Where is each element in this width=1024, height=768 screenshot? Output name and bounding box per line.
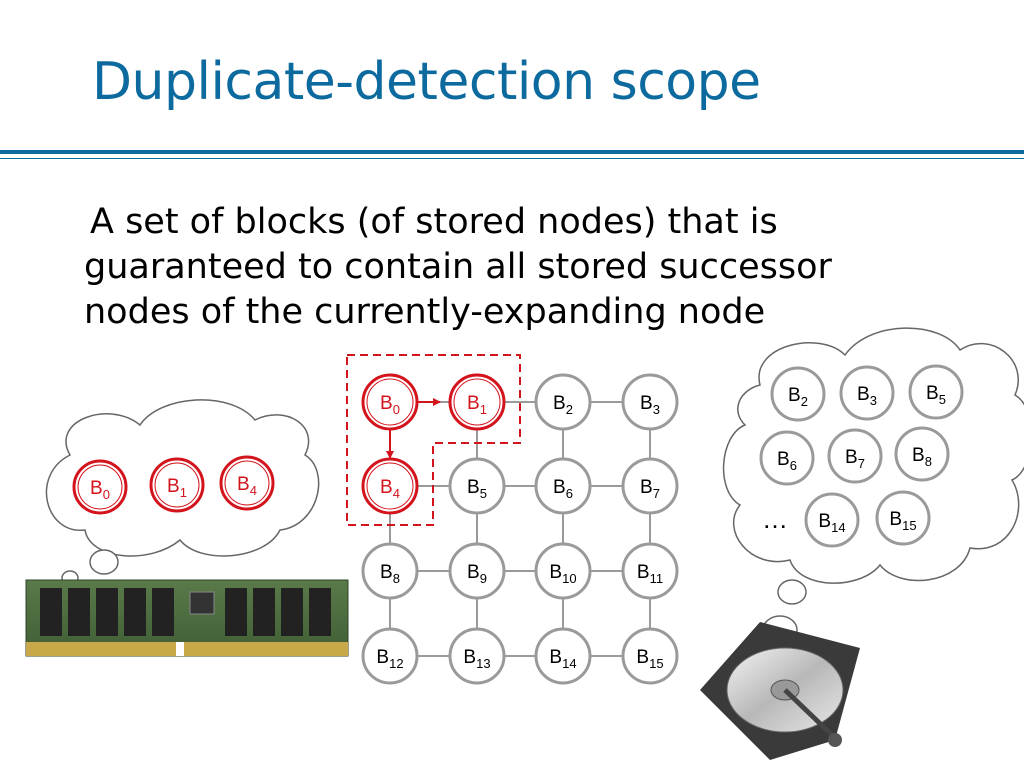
title-rule-thin (0, 158, 1024, 159)
node-label: B1 (467, 393, 487, 417)
node-label: B14 (549, 647, 576, 671)
grid-node-b14: B14 (534, 627, 592, 685)
ram-module-icon (25, 579, 349, 657)
node-label: B3 (640, 393, 660, 417)
node-label: B6 (553, 477, 573, 501)
node-label: B0 (380, 393, 400, 417)
node-label: B12 (376, 647, 403, 671)
grid-node-b15: B15 (621, 627, 679, 685)
node-label: B4 (237, 474, 257, 498)
more-nodes-ellipsis: … (762, 504, 788, 534)
node-label: B2 (788, 385, 808, 409)
node-label: B9 (467, 562, 487, 586)
body-text: A set of blocks (of stored nodes) that i… (84, 200, 984, 335)
grid-node-b7: B7 (621, 457, 679, 515)
node-label: B0 (90, 478, 110, 502)
node-label: B6 (777, 449, 797, 473)
node-label: B13 (463, 647, 490, 671)
memory-node-b0: B0 (72, 459, 128, 515)
node-label: B14 (818, 511, 845, 535)
grid-node-b5: B5 (448, 457, 506, 515)
slide-title: Duplicate-detection scope (92, 52, 761, 112)
node-label: B5 (467, 477, 487, 501)
disk-node-b6: B6 (759, 430, 815, 486)
node-label: B5 (926, 383, 946, 407)
body-line-2: guaranteed to contain all stored success… (84, 247, 832, 287)
disk-node-b8: B8 (894, 426, 950, 482)
grid-edges (389, 401, 651, 657)
node-label: B3 (857, 384, 877, 408)
node-label: B8 (912, 445, 932, 469)
disk-node-b15: B15 (875, 490, 931, 546)
body-line-3: nodes of the currently-expanding node (84, 292, 766, 332)
node-label: B4 (380, 477, 400, 501)
grid-node-b6: B6 (534, 457, 592, 515)
node-label: B7 (640, 477, 660, 501)
memory-node-b1: B1 (149, 457, 205, 513)
disk-node-b3: B3 (839, 365, 895, 421)
disk-node-b2: B2 (770, 366, 826, 422)
disk-node-b5: B5 (908, 364, 964, 420)
grid-node-b4: B4 (361, 457, 419, 515)
node-label: B8 (380, 562, 400, 586)
memory-node-b4: B4 (219, 455, 275, 511)
duplicate-detection-scope-outline (346, 354, 521, 526)
grid-node-b10: B10 (534, 542, 592, 600)
body-line-1: A set of blocks (of stored nodes) that i… (90, 202, 778, 242)
node-label: B15 (889, 509, 916, 533)
grid-node-b0: B0 (361, 373, 419, 431)
node-label: B2 (553, 393, 573, 417)
node-label: B1 (167, 476, 187, 500)
grid-node-b11: B11 (621, 542, 679, 600)
node-label: B7 (845, 447, 865, 471)
grid-node-b9: B9 (448, 542, 506, 600)
title-rule (0, 150, 1024, 154)
disk-node-b7: B7 (827, 428, 883, 484)
node-label: B15 (636, 647, 663, 671)
grid-node-b13: B13 (448, 627, 506, 685)
grid-node-b2: B2 (534, 373, 592, 431)
grid-node-b1: B1 (448, 373, 506, 431)
disk-node-b14: B14 (804, 492, 860, 548)
grid-node-b8: B8 (361, 542, 419, 600)
grid-node-b12: B12 (361, 627, 419, 685)
node-label: B10 (549, 562, 576, 586)
grid-node-b3: B3 (621, 373, 679, 431)
node-label: B11 (637, 562, 663, 586)
hard-drive-icon (700, 622, 860, 760)
